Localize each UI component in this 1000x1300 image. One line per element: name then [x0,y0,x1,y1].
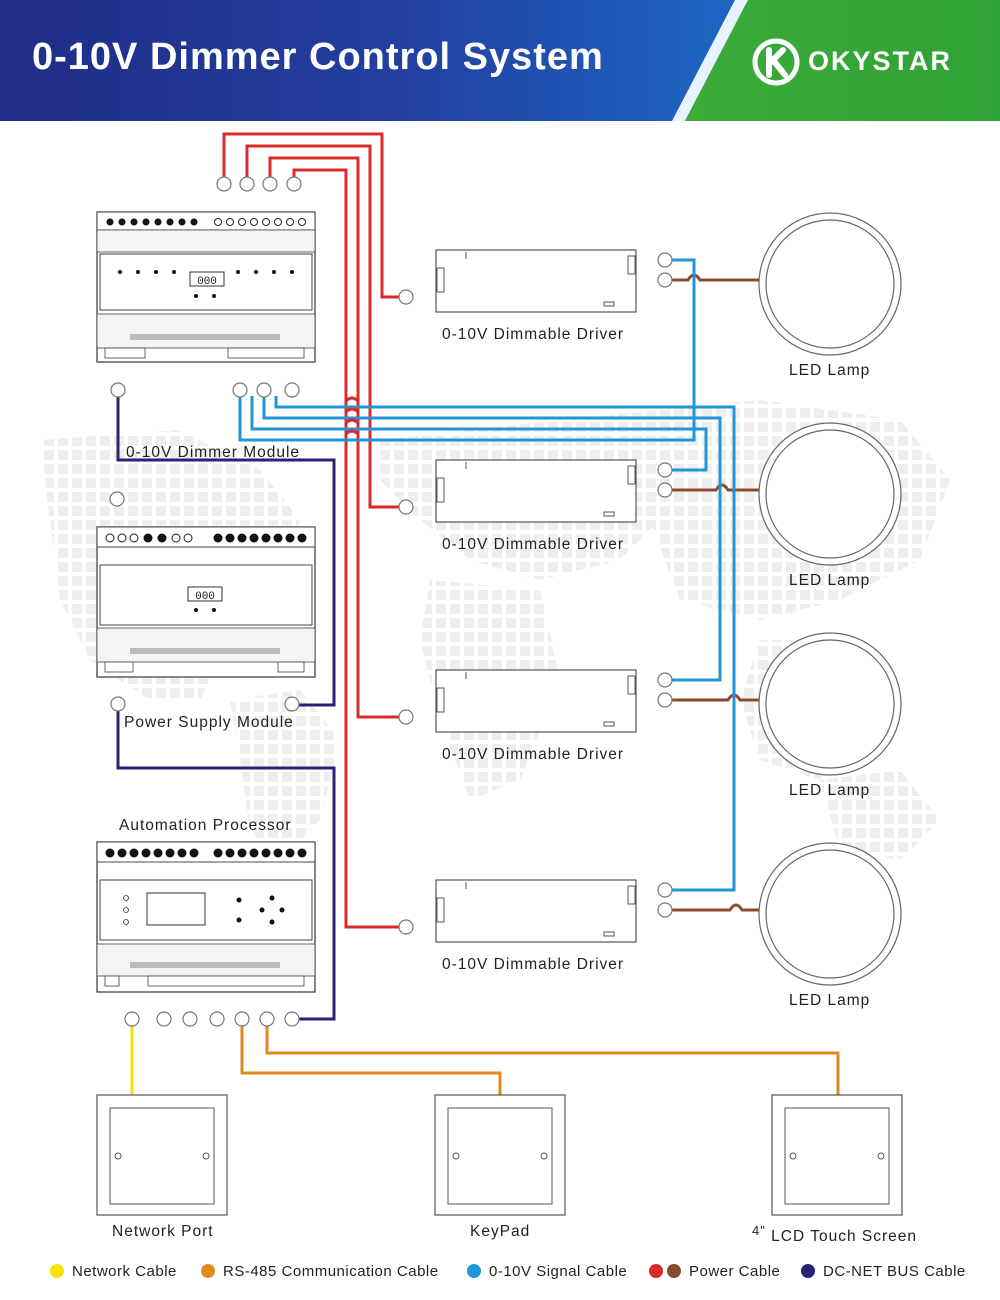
legend-signal-swatch [467,1264,481,1278]
dimmer-module-label: 0-10V Dimmer Module [126,444,301,461]
lamp-label-4: LED Lamp [789,992,871,1009]
legend-network: Network Cable [50,1260,177,1282]
lcd-size-label: 4" [752,1223,766,1238]
legend-network-label: Network Cable [72,1262,177,1280]
power-cable-crossing [344,396,360,436]
keypad-panel [434,1094,566,1216]
legend-rs485: RS-485 Communication Cable [201,1260,439,1282]
lcd-touch-screen-panel [771,1094,903,1216]
cable-legend: Network Cable RS-485 Communication Cable… [0,1260,1000,1284]
rs485-cable [240,1026,840,1095]
legend-network-swatch [50,1264,64,1278]
lamp-label-3: LED Lamp [789,782,871,799]
legend-signal-label: 0-10V Signal Cable [489,1262,628,1280]
legend-dcnet-label: DC-NET BUS Cable [823,1262,966,1280]
legend-power-red-swatch [649,1264,663,1278]
legend-power-brown-swatch [667,1264,681,1278]
okystar-k-logo-icon [752,38,800,86]
legend-dcnet-swatch [801,1264,815,1278]
signal-cable-blue [238,258,736,892]
power-supply-module-device: 000 [96,526,316,678]
automation-processor-device [96,841,316,993]
power-supply-display: 000 [195,591,215,603]
legend-rs485-label: RS-485 Communication Cable [223,1262,439,1280]
legend-power: Power Cable [649,1260,780,1282]
driver-label-3: 0-10V Dimmable Driver [442,746,625,763]
driver-label-1: 0-10V Dimmable Driver [442,326,625,343]
legend-signal: 0-10V Signal Cable [467,1260,627,1282]
power-cable-red [222,132,400,929]
legend-rs485-swatch [201,1264,215,1278]
header-banner: 0-10V Dimmer Control System OKYSTAR [0,0,1000,121]
driver-label-4: 0-10V Dimmable Driver [442,956,625,973]
dimmer-module-device: 000 [96,211,316,363]
lcd-touch-screen-label: 4" LCD Touch Screen [752,1223,917,1246]
legend-power-label: Power Cable [689,1262,781,1280]
header-green-band [685,0,1000,121]
dcnet-bus-cable [116,396,336,1021]
keypad-label: KeyPad [470,1223,531,1240]
automation-processor-label: Automation Processor [119,817,292,834]
dimmer-module-display: 000 [197,276,217,288]
lamp-label-1: LED Lamp [789,362,871,379]
legend-dcnet: DC-NET BUS Cable [801,1260,966,1282]
network-port-panel [96,1094,228,1216]
lcd-name-label: LCD Touch Screen [771,1228,917,1245]
network-port-label: Network Port [112,1223,214,1240]
driver-label-2: 0-10V Dimmable Driver [442,536,625,553]
page-title: 0-10V Dimmer Control System [32,36,604,78]
brand-name: OKYSTAR [808,46,953,76]
power-supply-label: Power Supply Module [124,714,294,731]
lamp-label-2: LED Lamp [789,572,871,589]
